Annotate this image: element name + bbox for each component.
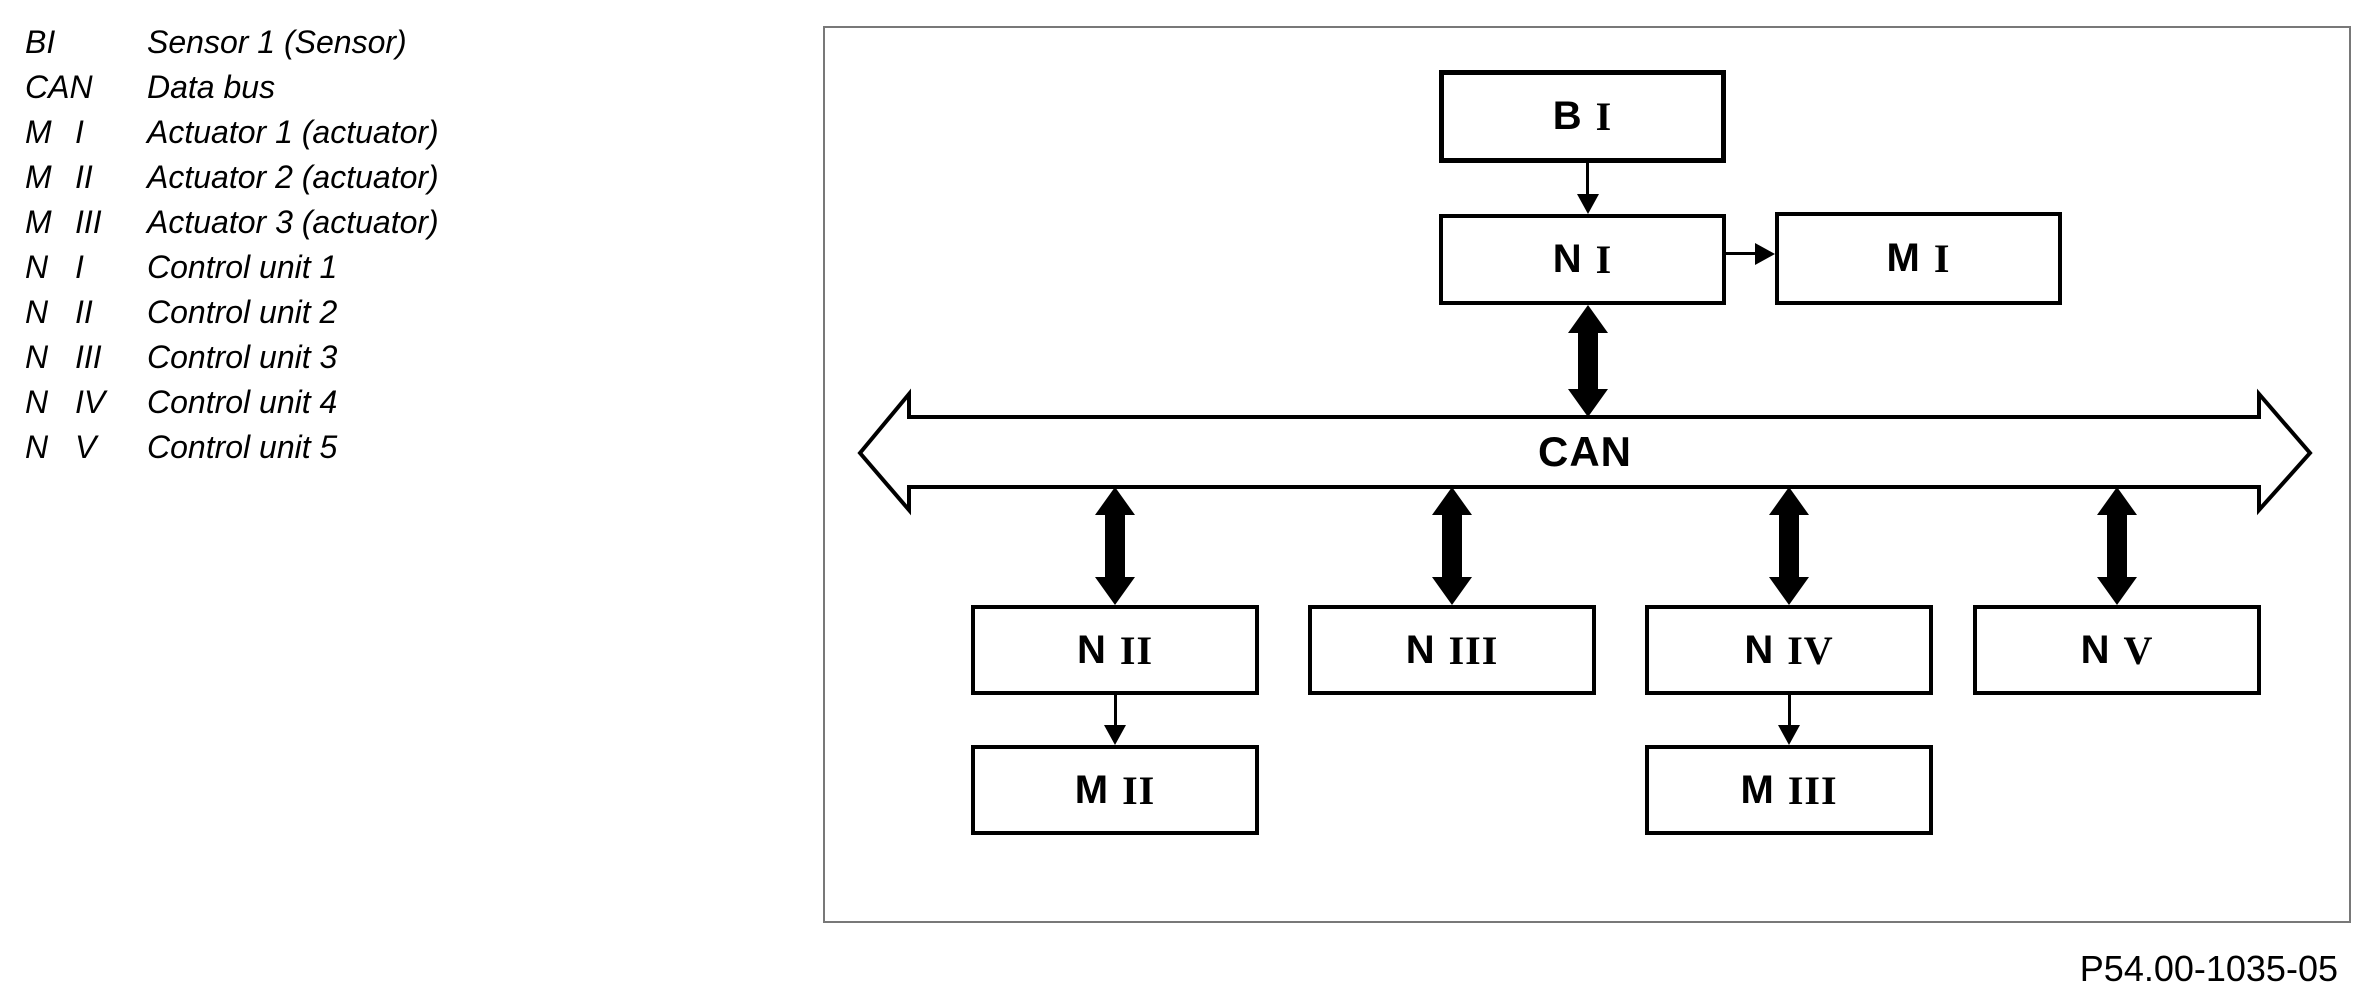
double-arrow-can-n3-head-down (1432, 577, 1472, 605)
double-arrow-can-n3-shaft (1442, 511, 1462, 577)
legend-row: CAN Data bus (25, 65, 439, 110)
double-arrow-can-n2-shaft (1105, 511, 1125, 577)
arrow-n1-m1-head (1755, 243, 1775, 265)
legend-desc: Data bus (147, 69, 276, 105)
legend-desc: Control unit 2 (147, 294, 338, 330)
double-arrow-n1-can-shaft (1578, 328, 1598, 394)
double-arrow-can-n3-head-up (1432, 487, 1472, 515)
legend-abbr: CAN (25, 69, 93, 105)
legend-desc: Control unit 4 (147, 384, 338, 420)
arrow-n4-m3-shaft (1788, 695, 1791, 727)
double-arrow-can-n4-head-down (1769, 577, 1809, 605)
double-arrow-n1-can-head-down (1568, 389, 1608, 417)
figure-number: P54.00-1035-05 (2079, 948, 2338, 989)
arrow-n2-m2-head (1104, 725, 1126, 745)
legend-desc: Actuator 3 (actuator) (147, 204, 439, 240)
double-arrow-can-n5-shaft (2107, 511, 2127, 577)
arrow-n1-m1-shaft (1726, 252, 1757, 255)
legend-abbr: BI (25, 24, 56, 60)
can-bus-shape (857, 388, 2313, 516)
can-bus-label: CAN (1538, 428, 1632, 475)
double-arrow-can-n5-head-down (2097, 577, 2137, 605)
double-arrow-can-n4-head-up (1769, 487, 1809, 515)
double-arrow-can-n2-head-up (1095, 487, 1135, 515)
legend-row: BI Sensor 1 (Sensor) (25, 20, 439, 65)
arrow-b1-n1-shaft (1586, 163, 1589, 196)
arrow-b1-n1-head (1577, 194, 1599, 214)
can-bus-arrow (857, 388, 2313, 516)
legend-desc: Sensor 1 (Sensor) (147, 24, 407, 60)
double-arrow-can-n2-head-down (1095, 577, 1135, 605)
legend-desc: Control unit 5 (147, 429, 338, 465)
arrow-n2-m2-shaft (1114, 695, 1117, 727)
legend-desc: Control unit 1 (147, 249, 338, 285)
legend-desc: Actuator 2 (actuator) (147, 159, 439, 195)
legend-desc: Control unit 3 (147, 339, 338, 375)
double-arrow-can-n5-head-up (2097, 487, 2137, 515)
legend-desc: Actuator 1 (actuator) (147, 114, 439, 150)
double-arrow-can-n4-shaft (1779, 511, 1799, 577)
arrow-n4-m3-head (1778, 725, 1800, 745)
